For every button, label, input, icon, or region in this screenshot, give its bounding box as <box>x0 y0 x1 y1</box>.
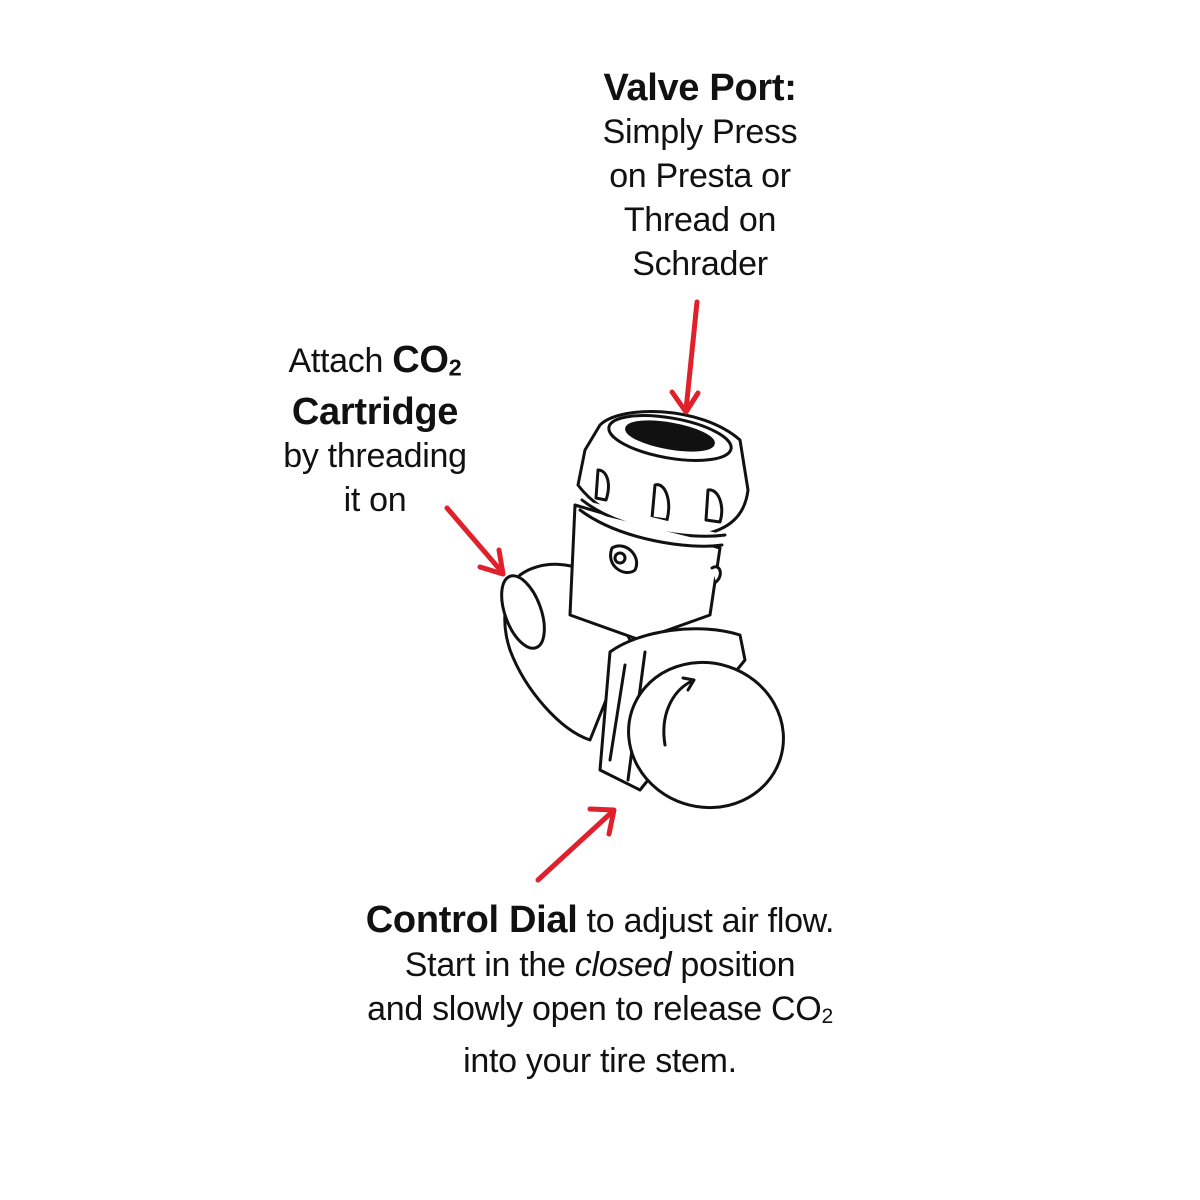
cartridge-callout: Attach CO2 Cartridge by threading it on <box>240 338 510 522</box>
valve-port-arrow <box>683 299 700 413</box>
control-dial-face <box>627 660 785 810</box>
control-dial-line-4: into your tire stem. <box>463 1042 737 1081</box>
cartridge-line-1: by threading <box>283 436 467 475</box>
rotation-arrow-icon <box>662 680 692 747</box>
cartridge-arrow <box>444 505 505 575</box>
valve-port-line-2: on Presta or <box>609 157 791 195</box>
cartridge-co-subscript: 2 <box>448 354 462 381</box>
control-dial-line-2a: Start in the <box>404 946 575 984</box>
control-dial-title: Control Dial <box>365 899 578 941</box>
cartridge-co: CO2 <box>392 339 461 381</box>
valve-port-line-4: Schrader <box>632 245 768 283</box>
control-dial-callout: Control Dial to adjust air flow. Start i… <box>240 898 960 1083</box>
control-dial-line-2b: position <box>671 946 796 984</box>
cartridge-prefix: Attach <box>288 342 393 380</box>
valve-port-line-3: Thread on <box>623 201 777 239</box>
control-dial-line-3: and slowly open to release CO2 <box>240 987 960 1039</box>
control-dial-closed-word: closed <box>574 946 672 984</box>
cartridge-title-line: Attach CO2 <box>240 338 510 390</box>
valve-port-line-1: Simply Press <box>602 113 798 151</box>
control-dial-line-3a: and slowly open to release CO <box>367 990 822 1028</box>
cartridge-title-2: Cartridge <box>291 390 459 433</box>
cartridge-port-opening <box>500 574 546 650</box>
control-dial-line-1: Control Dial to adjust air flow. <box>240 898 960 943</box>
cartridge-co-text: CO <box>392 339 449 381</box>
control-dial-co2-subscript: 2 <box>821 1005 833 1029</box>
valve-port-title: Valve Port: <box>603 67 797 109</box>
control-dial-line-2: Start in the closed position <box>240 943 960 987</box>
cartridge-line-2: it on <box>343 480 407 519</box>
valve-port-callout: Valve Port: Simply Press on Presta or Th… <box>540 66 860 286</box>
control-dial-title-rest: to adjust air flow. <box>577 902 835 940</box>
control-dial-arrow <box>535 809 615 883</box>
